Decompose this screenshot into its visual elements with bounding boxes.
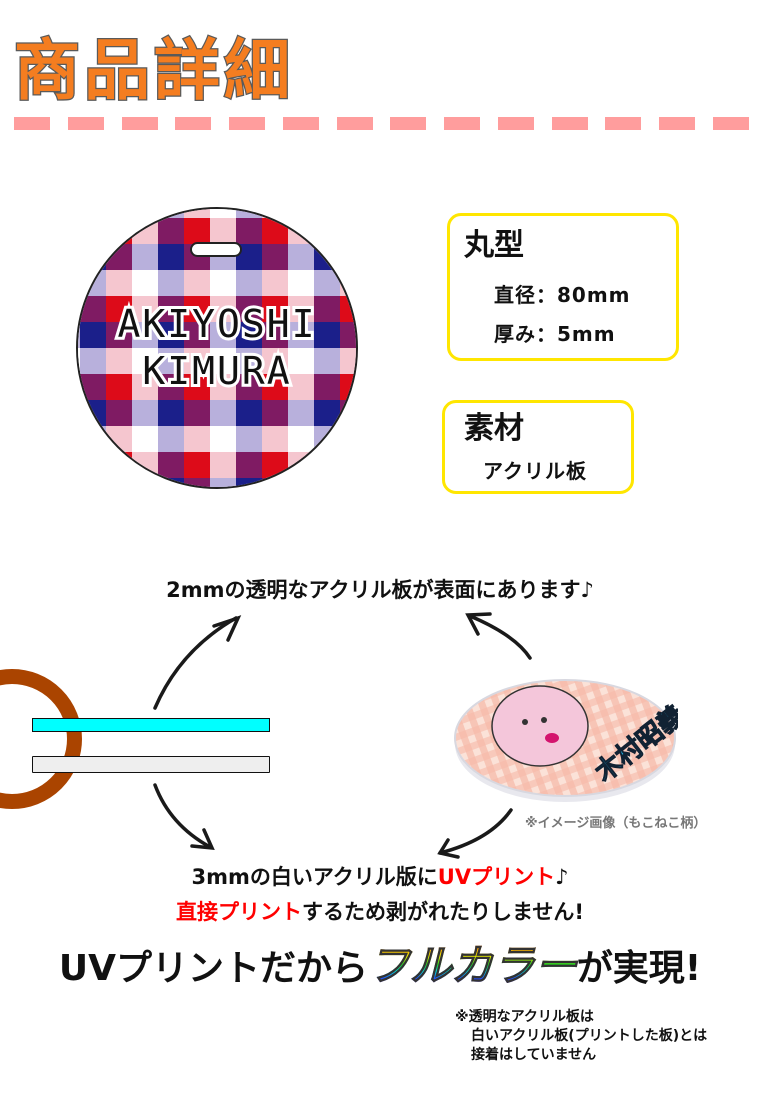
top-layer-caption: 2mmの透明なアクリル板が表面にあります♪	[166, 578, 594, 602]
thickness-spec: 厚み：5mm	[494, 324, 616, 344]
material-title: 素材	[464, 411, 524, 446]
shape-title: 丸型	[464, 228, 524, 263]
adhesion-footnote: ※透明なアクリル板は 白いアクリル板(プリントした板)とは 接着はしていません	[455, 1008, 707, 1065]
arrow-down-left-icon	[153, 783, 212, 849]
plaid-pattern	[78, 209, 356, 487]
caption-text: ♪	[555, 865, 569, 889]
tag-name-line2: KIMURA	[139, 349, 292, 393]
caption-highlight: 直接プリント	[176, 900, 303, 924]
caption-text: するため剥がれたりしません!	[302, 900, 584, 924]
divider-dash	[121, 117, 158, 130]
shape-spec-box: 丸型 直径：80mm 厚み：5mm	[447, 213, 679, 361]
arrow-up-left-icon	[153, 616, 238, 710]
title-divider	[14, 117, 749, 130]
divider-dash	[282, 117, 319, 130]
product-tag-image: AKIYOSHI KIMURA	[76, 207, 358, 489]
slogan-text: が実現!	[576, 948, 702, 989]
caption-text: 3mmの白いアクリル版に	[191, 865, 438, 889]
arrowhead	[437, 838, 460, 859]
material-spec-box: 素材 アクリル板	[442, 400, 634, 494]
tag-name-line1: AKIYOSHI	[114, 302, 317, 346]
separator: ：	[536, 283, 557, 307]
footnote-line: ※透明なアクリル板は	[455, 1009, 594, 1025]
strap-hole	[190, 242, 242, 257]
divider-dash	[229, 117, 266, 130]
divider-dash	[444, 117, 481, 130]
caption-highlight: UVプリント	[437, 865, 556, 889]
bottom-layer-caption-2: 直接プリントするため剥がれたりしません!	[0, 902, 760, 923]
slogan-text: UVプリントだから	[58, 948, 368, 989]
material-value: アクリル板	[483, 459, 587, 483]
diameter-value: 80mm	[557, 283, 631, 307]
divider-dash	[605, 117, 642, 130]
clear-acrylic-layer	[32, 718, 270, 732]
divider-dash	[659, 117, 696, 130]
diameter-label: 直径	[494, 283, 536, 307]
thickness-value: 5mm	[557, 322, 616, 346]
thickness-label: 厚み	[494, 322, 536, 346]
divider-dash	[390, 117, 427, 130]
page-title: 商品詳細	[13, 32, 294, 109]
bottom-layer-caption-1: 3mmの白いアクリル版にUVプリント♪	[0, 867, 760, 888]
divider-dash	[712, 117, 749, 130]
divider-dash	[67, 117, 104, 130]
divider-dash	[14, 117, 50, 130]
divider-dash	[497, 117, 534, 130]
arrowhead	[190, 828, 215, 851]
divider-dash	[551, 117, 588, 130]
full-color-slogan: UVプリントだからフルカラーが実現!	[0, 944, 760, 989]
arrow-down-right-icon	[438, 808, 513, 855]
divider-dash	[175, 117, 212, 130]
footnote-line: 接着はしていません	[471, 1047, 597, 1063]
diameter-spec: 直径：80mm	[494, 285, 631, 305]
photo-note: ※イメージ画像（もこねこ柄）	[525, 816, 707, 831]
divider-dash	[336, 117, 373, 130]
separator: ：	[536, 322, 557, 346]
arrow-up-right-icon	[468, 614, 532, 660]
white-acrylic-layer	[32, 756, 270, 773]
footnote-line: 白いアクリル板(プリントした板)とは	[471, 1028, 708, 1044]
slogan-rainbow-text: フルカラー	[367, 941, 577, 990]
arrowhead	[465, 612, 492, 636]
product-photo: 木村昭義	[454, 679, 678, 802]
diagram-arrows	[153, 612, 532, 859]
arrowhead	[212, 615, 242, 642]
